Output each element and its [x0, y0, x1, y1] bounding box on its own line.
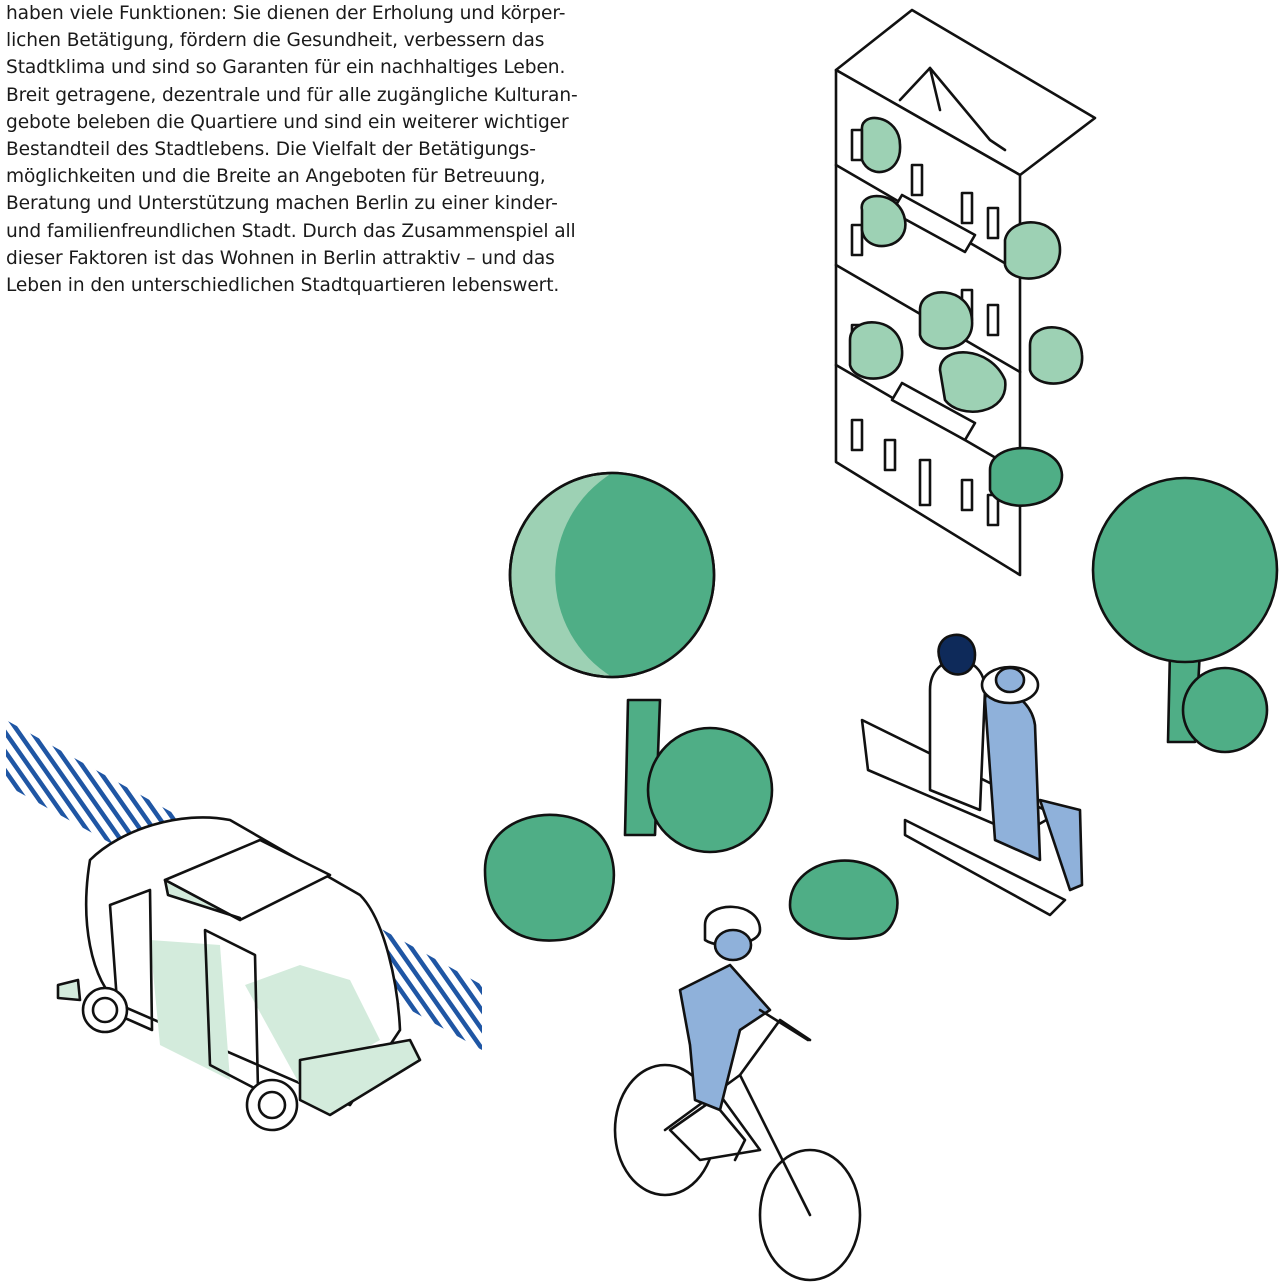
bush-icon	[483, 813, 616, 942]
tree-icon	[508, 471, 774, 854]
bush-icon	[788, 859, 899, 941]
text-line: möglichkeiten und die Breite an Angebote…	[6, 166, 546, 188]
text-line: Leben in den unterschiedlichen Stadtquar…	[6, 275, 560, 297]
text-line: und familienfreundlichen Stadt. Durch da…	[6, 220, 576, 242]
text-line: Stadtklima und sind so Garanten für ein …	[6, 57, 566, 79]
text-line: Beratung und Unterstützung machen Berlin…	[6, 193, 558, 215]
bench-icon	[860, 633, 1084, 917]
text-line: Bestandteil des Stadtlebens. Die Vielfal…	[6, 139, 536, 161]
text-line: dieser Faktoren ist das Wohnen in Berlin…	[6, 247, 555, 269]
autonomous-shuttle-icon	[56, 816, 422, 1132]
text-line: lichen Betätigung, fördern die Gesundhei…	[6, 30, 545, 52]
text-line: haben viele Funktionen: Sie dienen der E…	[6, 3, 566, 24]
apartment-building-icon	[834, 8, 1097, 577]
cyclist-icon	[613, 905, 862, 1282]
body-paragraph: haben viele Funktionen: Sie dienen der E…	[6, 0, 686, 299]
text-line: gebote beleben die Quartiere und sind ei…	[6, 111, 569, 133]
text-line: Breit getragene, dezentrale und für alle…	[6, 84, 578, 106]
tree-icon	[1091, 476, 1279, 754]
